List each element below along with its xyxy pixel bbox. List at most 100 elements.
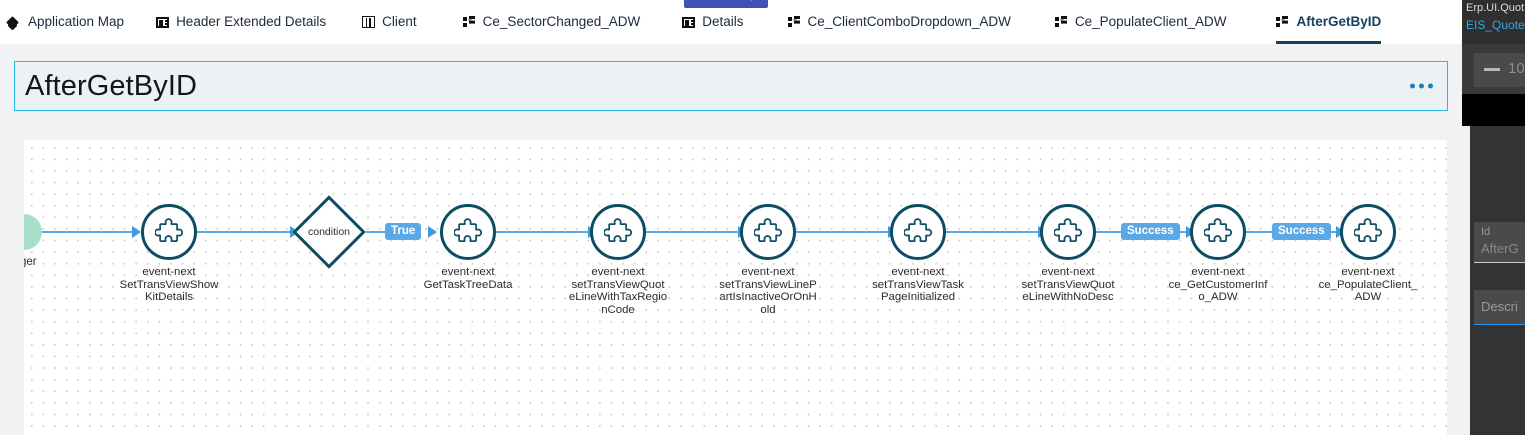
right-panel-title: Erp.UI.Quot — [1466, 2, 1525, 14]
edge-arrow-icon — [132, 226, 141, 238]
flow-node[interactable]: event-next GetTaskTreeData — [424, 204, 512, 291]
flow-node[interactable]: event-next SetTransViewShow KitDetails — [120, 204, 218, 303]
tab-aftergetbyid[interactable]: AfterGetByID — [1276, 0, 1381, 44]
tab-details[interactable]: Details — [682, 0, 744, 44]
marker-caret-icon: ▾ — [749, 0, 754, 3]
puzzle-icon — [590, 204, 646, 260]
flow-canvas[interactable]: ger event-next SetTransViewShow KitDetai… — [24, 140, 1447, 435]
grid-window-icon — [362, 16, 376, 28]
node-kind: event-next — [891, 266, 945, 278]
table-details-icon — [682, 16, 696, 28]
condition-label: condition — [307, 226, 351, 238]
trigger-node[interactable] — [24, 214, 42, 250]
id-field[interactable]: Id AfterG — [1474, 222, 1525, 263]
node-name-line1: ce_PopulateClient_ — [1318, 278, 1418, 291]
puzzle-icon — [1190, 204, 1246, 260]
node-name-line1: SetTransViewShow — [119, 278, 219, 291]
zoom-control[interactable]: 10 — [1474, 53, 1525, 87]
header-area: AfterGetByID — [0, 44, 1462, 126]
page-title-box[interactable]: AfterGetByID — [14, 61, 1448, 111]
node-kind: event-next — [441, 266, 495, 278]
id-field-label: Id — [1481, 226, 1491, 238]
dot — [1410, 83, 1415, 89]
edge — [796, 231, 890, 233]
dot — [1428, 83, 1433, 89]
tab-ce-sectorchanged-adw[interactable]: Ce_SectorChanged_ADW — [462, 0, 641, 44]
flow-node-label: event-next ce_PopulateClient_ ADW — [1310, 266, 1426, 304]
flow-node-label: event-next setTransViewTask PageInitiali… — [860, 266, 976, 304]
canvas-area: ger event-next SetTransViewShow KitDetai… — [0, 126, 1462, 435]
flow-node-icon — [1276, 15, 1289, 29]
flow-node-icon — [787, 15, 801, 29]
right-panel-divider — [1462, 94, 1525, 126]
puzzle-icon — [740, 204, 796, 260]
node-name-line1: setTransViewLineP — [719, 278, 817, 291]
flow-node[interactable]: event-next setTransViewTask PageInitiali… — [872, 204, 964, 303]
puzzle-icon — [141, 204, 197, 260]
node-name-line2: eLineWithNoDesc — [1022, 291, 1114, 304]
edge-arrow-icon — [428, 226, 437, 238]
id-field-value: AfterG — [1481, 241, 1519, 256]
edge — [946, 231, 1040, 233]
node-name-line1: ce_GetCustomerInf — [1168, 278, 1268, 291]
tab-label: Details — [702, 14, 744, 30]
tab-bar: Application Map Header Extended Details … — [0, 0, 1462, 45]
tab-label: Ce_SectorChanged_ADW — [482, 14, 641, 30]
node-kind: event-next — [741, 266, 795, 278]
flow-node-icon — [1054, 15, 1068, 29]
node-name-line3: old — [760, 303, 776, 316]
flow-node[interactable]: event-next ce_GetCustomerInf o_ADW — [1169, 204, 1267, 303]
node-name-line2: ADW — [1354, 291, 1382, 304]
description-field[interactable]: Descri — [1474, 290, 1525, 325]
flow-node-label: event-next ce_GetCustomerInf o_ADW — [1160, 266, 1276, 304]
node-name-line2: o_ADW — [1198, 291, 1238, 304]
table-details-icon — [156, 16, 170, 28]
node-kind: event-next — [1191, 266, 1245, 278]
tab-ce-populateclient-adw[interactable]: Ce_PopulateClient_ADW — [1054, 0, 1227, 44]
tab-label: Ce_PopulateClient_ADW — [1074, 14, 1227, 30]
edge — [42, 231, 134, 233]
edge — [197, 231, 292, 233]
flow-node[interactable]: event-next setTransViewQuot eLineWithTax… — [569, 204, 667, 316]
tab-ce-clientcombodropdown-adw[interactable]: Ce_ClientComboDropdown_ADW — [787, 0, 1011, 44]
flow-node-label: event-next SetTransViewShow KitDetails — [111, 266, 227, 304]
tab-label: Client — [382, 14, 417, 30]
node-kind: event-next — [142, 266, 196, 278]
floating-blue-marker: ▾ — [684, 0, 768, 8]
flow-node-label: event-next setTransViewQuot eLineWithTax… — [560, 266, 676, 316]
puzzle-icon — [1340, 204, 1396, 260]
node-name-line2: KitDetails — [144, 291, 194, 304]
tab-label: Ce_ClientComboDropdown_ADW — [807, 14, 1011, 30]
tab-client[interactable]: Client — [362, 0, 417, 44]
tab-application-map[interactable]: Application Map — [8, 0, 124, 44]
right-panel-toolbar: 10 — [1462, 44, 1525, 94]
right-panel-subtitle[interactable]: EIS_QuoteE — [1466, 18, 1525, 32]
trigger-node-label: ger — [24, 256, 37, 268]
node-kind: event-next — [1341, 266, 1395, 278]
minus-icon[interactable] — [1484, 68, 1500, 71]
application-map-icon — [8, 16, 21, 29]
node-name-line1: setTransViewQuot — [1021, 278, 1115, 291]
flow-node[interactable]: event-next ce_PopulateClient_ ADW — [1319, 204, 1417, 303]
node-kind: event-next — [591, 266, 645, 278]
edge-badge-true[interactable]: True — [385, 223, 422, 240]
dot — [1419, 83, 1424, 89]
edge-badge-success[interactable]: Success — [1272, 223, 1331, 240]
node-name-line1: setTransViewTask — [872, 278, 964, 291]
condition-node[interactable]: condition — [292, 195, 366, 269]
flow-node[interactable]: event-next setTransViewQuot eLineWithNoD… — [1021, 204, 1115, 303]
more-options-icon[interactable] — [1410, 83, 1433, 89]
flow-node-label: event-next GetTaskTreeData — [410, 266, 526, 291]
node-name-line1: setTransViewQuot — [571, 278, 665, 291]
tab-header-extended-details[interactable]: Header Extended Details — [156, 0, 326, 44]
edge-badge-success[interactable]: Success — [1121, 223, 1180, 240]
node-name-line2: PageInitialized — [880, 291, 956, 304]
node-name-line2: eLineWithTaxRegio — [568, 291, 668, 304]
node-name-line2: artIsInactiveOrOnH — [719, 291, 817, 304]
flow-node[interactable]: event-next setTransViewLineP artIsInacti… — [719, 204, 817, 316]
right-properties-panel: Erp.UI.Quot EIS_QuoteE 10 Id AfterG Desc… — [1462, 0, 1525, 435]
zoom-value: 10 — [1508, 60, 1525, 77]
tab-label: Header Extended Details — [176, 14, 327, 30]
node-name-line1: GetTaskTreeData — [423, 278, 513, 291]
